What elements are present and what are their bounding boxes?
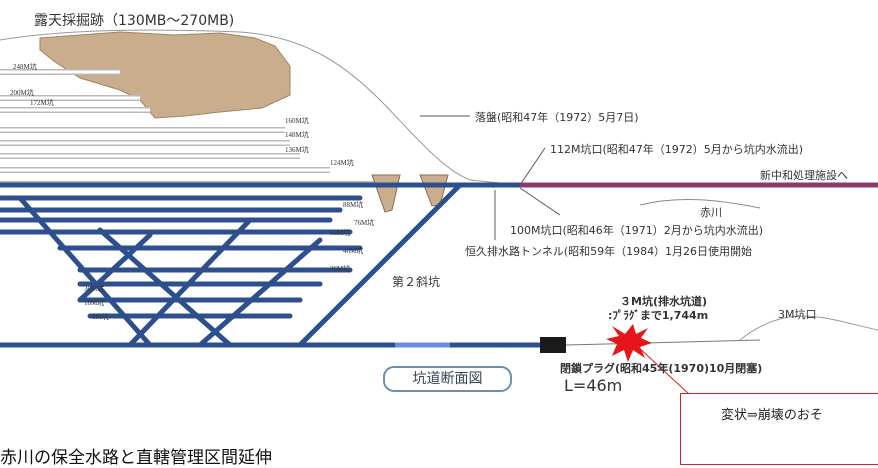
level-label: 76M坑 <box>354 219 375 227</box>
plug-length-label: L=46m <box>564 376 623 395</box>
collapse-burst-icon <box>606 324 652 362</box>
m100-label-leader <box>519 187 561 216</box>
level-label: 66M坑 <box>330 229 351 237</box>
shaft-network <box>0 182 563 348</box>
level-label: 18M坑 <box>84 299 105 307</box>
collapse-zone-1 <box>371 174 401 213</box>
second-incline-label: 第２斜坑 <box>392 275 441 289</box>
akagawa-label: 赤川 <box>700 206 722 219</box>
m112-mouth-label: 112M坑口(昭和47年（1972）5月から坑内水流出) <box>550 143 804 156</box>
closure-plug <box>540 337 566 353</box>
level-label: 36M坑 <box>330 265 351 273</box>
level-label: 48M坑 <box>343 247 364 255</box>
closure-plug-label: 閉鎖プラグ(昭和45年(1970)10月閉塞) <box>560 362 763 375</box>
level-label: 172M坑 <box>30 99 54 107</box>
ground-surface-line <box>0 29 878 186</box>
m3-mouth-slope <box>739 315 878 341</box>
level-label: 148M坑 <box>285 131 309 139</box>
level-label: 88M坑 <box>343 201 364 209</box>
diagram-title: 露天採掘跡（130MB～270MB) <box>34 13 235 29</box>
level-label: 6M坑 <box>92 313 109 321</box>
m112-leader <box>519 147 546 186</box>
level-label: 200M坑 <box>10 89 34 97</box>
deformation-callout: 変状⇒崩壊のおそ <box>680 393 878 465</box>
akagawa-river <box>639 198 761 209</box>
drain-tunnel-line <box>565 339 761 346</box>
callout-leader <box>635 344 691 396</box>
m3-adit-distance: :ﾌﾟﾗｸﾞまで1,744m <box>608 309 709 322</box>
m100-mouth-label: 100M坑口(昭和46年（1971）2月から坑内水流出) <box>510 224 764 237</box>
bottom-heading: 赤川の保全水路と直轄管理区間延伸 <box>0 448 272 468</box>
drain-tunnel-label: 恒久排水路トンネル(昭和59年（1984）1月26日使用開始 <box>465 245 753 258</box>
level-label: 136M坑 <box>285 146 309 154</box>
open-pit-excavation <box>39 31 291 119</box>
section-caption: 坑道断面図 <box>383 366 512 392</box>
m3-mouth-label: 3M坑口 <box>778 308 817 321</box>
mine-cross-section-diagram: 露天採掘跡（130MB～270MB) 248M坑 200M坑 172M坑 160… <box>0 13 878 468</box>
callout-text: 変状⇒崩壊のおそ <box>721 408 823 423</box>
collapse-label: 落盤(昭和47年（1972）5月7日) <box>475 111 639 124</box>
level-label: 160M坑 <box>285 117 309 125</box>
upper-adits-inner <box>0 70 380 186</box>
diagram-canvas <box>0 29 878 396</box>
m3-adit-title: ３M坑(排水坑道) <box>620 295 708 308</box>
to-treatment-label: 新中和処理施設へ <box>760 169 848 182</box>
level-label: 30M坑 <box>84 285 105 293</box>
level-label: 248M坑 <box>13 63 37 71</box>
level-label: 124M坑 <box>330 159 354 167</box>
